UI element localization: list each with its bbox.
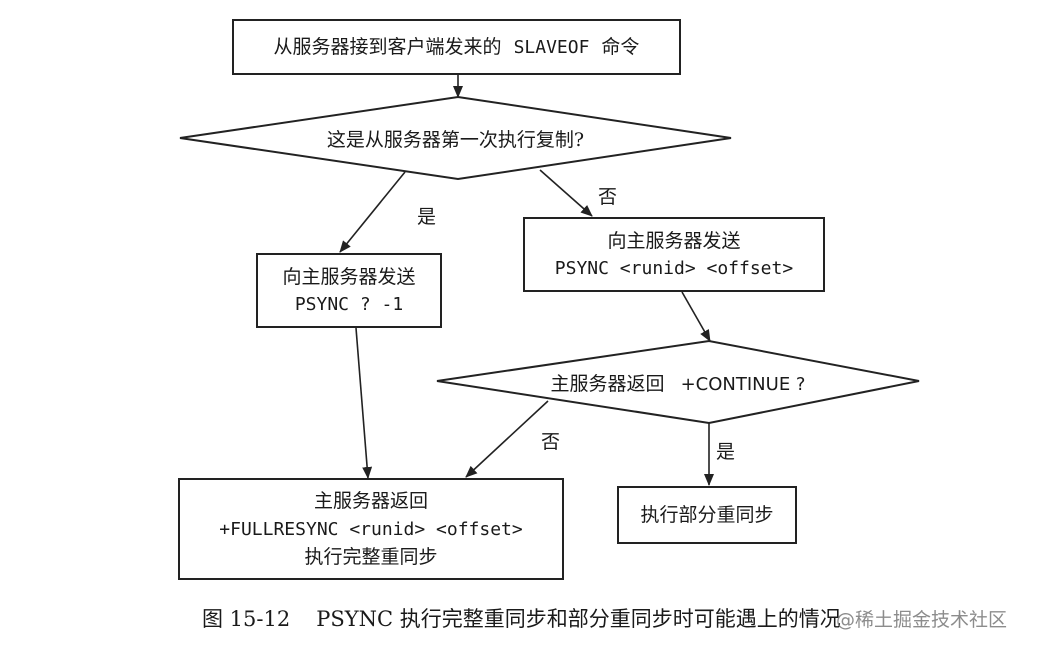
start-text: 从服务器接到客户端发来的 — [273, 35, 502, 58]
start-code: SLAVEOF — [513, 36, 590, 58]
send-runid-line1: 向主服务器发送 — [607, 229, 741, 252]
start-text-end: 命令 — [601, 35, 640, 58]
label-yes-first: 是 — [417, 206, 437, 228]
caption-number: 图 15-12 — [202, 607, 291, 631]
first-time-diamond — [179, 95, 732, 181]
arrow-yes-to-send-first — [339, 171, 406, 253]
arrow-send-runid-to-continue — [681, 291, 711, 342]
send-first-line2: PSYNC ? -1 — [294, 294, 404, 316]
watermark: @稀土掘金技术社区 — [836, 609, 1008, 631]
full-resync-box: 主服务器返回 +FULLRESYNC <runid> <offset> 执行完整… — [178, 478, 564, 580]
arrow-continue-no-to-full — [465, 400, 549, 478]
label-no-continue: 否 — [541, 431, 561, 453]
full-resync-line2: +FULLRESYNC <runid> <offset> — [219, 518, 523, 540]
send-runid-line2: PSYNC <runid> <offset> — [554, 258, 794, 280]
arrow-no-to-send-runid — [539, 169, 593, 217]
full-resync-line1: 主服务器返回 — [313, 490, 428, 512]
full-resync-line3: 执行完整重同步 — [304, 545, 438, 568]
caption-text: PSYNC 执行完整重同步和部分重同步时可能遇上的情况 — [316, 607, 841, 631]
send-first-line1: 向主服务器发送 — [282, 265, 416, 288]
first-time-question: 这是从服务器第一次执行复制? — [326, 129, 585, 151]
partial-resync-box: 执行部分重同步 — [617, 486, 797, 544]
continue-code: +CONTINUE ? — [680, 374, 806, 395]
continue-text: 主服务器返回 — [550, 373, 665, 395]
continue-question: 主服务器返回 +CONTINUE ? — [437, 369, 919, 396]
start-box: 从服务器接到客户端发来的 SLAVEOF 命令 — [232, 19, 681, 75]
send-psync-first-box: 向主服务器发送 PSYNC ? -1 — [256, 253, 442, 328]
label-yes-continue: 是 — [716, 441, 736, 463]
partial-resync-text: 执行部分重同步 — [640, 503, 774, 526]
label-no-first: 否 — [598, 186, 618, 208]
send-psync-runid-box: 向主服务器发送 PSYNC <runid> <offset> — [523, 217, 825, 292]
continue-diamond — [436, 339, 920, 425]
figure-caption: 图 15-12 PSYNC 执行完整重同步和部分重同步时可能遇上的情况 — [202, 603, 841, 633]
arrow-send-first-to-full — [355, 327, 373, 479]
